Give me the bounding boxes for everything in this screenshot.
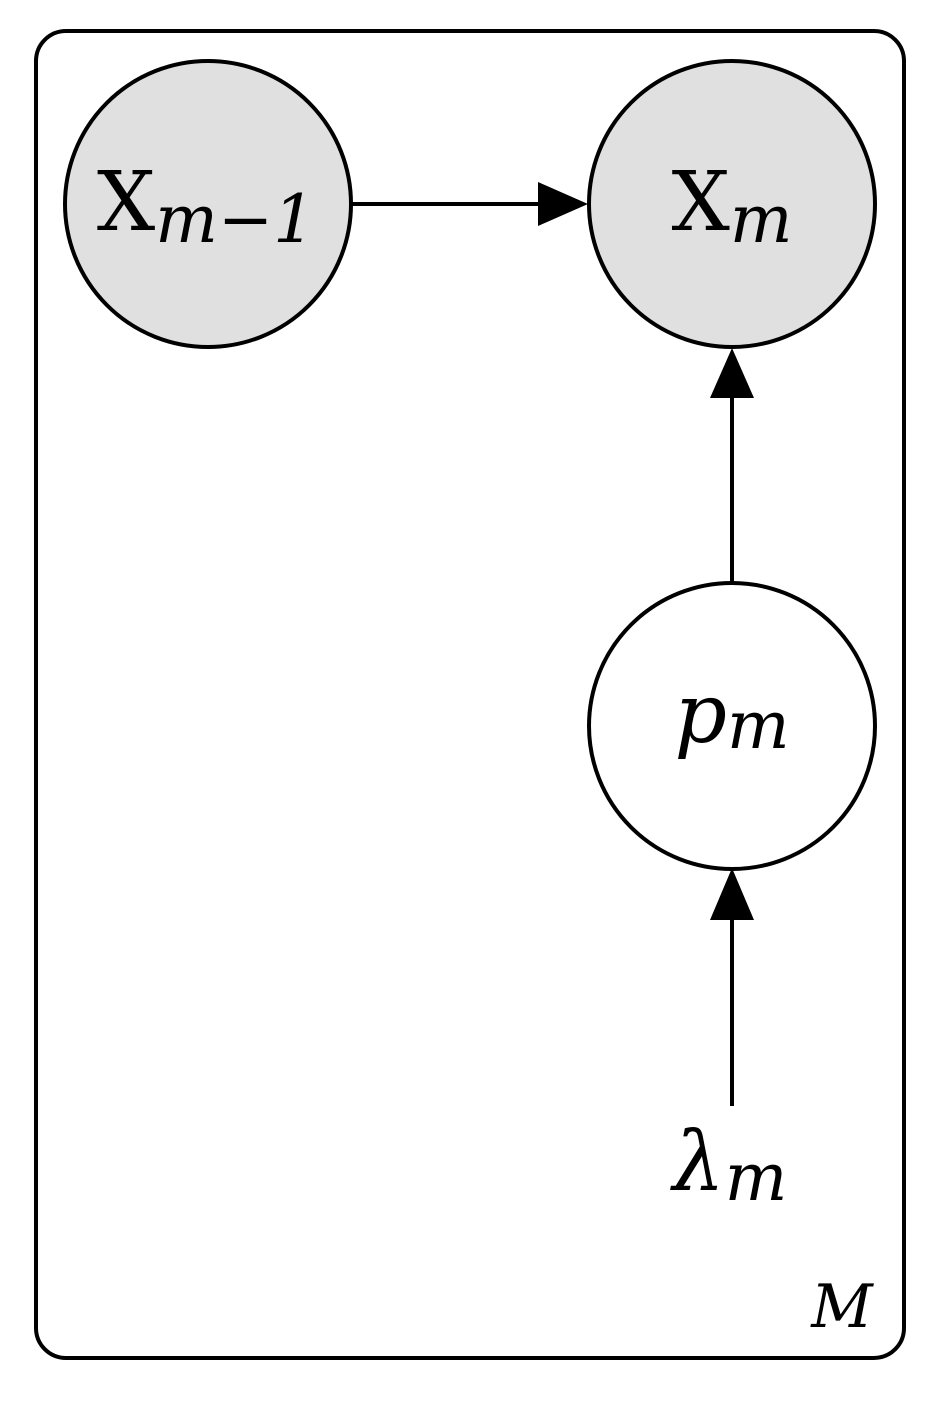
node-circle-observed bbox=[587, 59, 877, 349]
hyperparameter-lambda: λm bbox=[670, 1115, 788, 1216]
node-p-m: pm bbox=[587, 581, 877, 871]
edge-pm-to-xm bbox=[710, 348, 754, 584]
node-label-x-m: Xm bbox=[672, 155, 793, 258]
node-x-m: Xm bbox=[587, 59, 877, 349]
node-label-x-prev: Xm−1 bbox=[97, 155, 315, 258]
arrowhead-icon bbox=[538, 182, 588, 226]
node-subscript: m bbox=[730, 181, 793, 258]
plate-label: M bbox=[810, 1272, 874, 1342]
node-symbol: λ bbox=[670, 1115, 725, 1210]
node-x-prev: Xm−1 bbox=[63, 59, 353, 349]
node-symbol: X bbox=[672, 155, 730, 250]
arrowhead-icon bbox=[710, 868, 754, 920]
node-label-p-m: pm bbox=[674, 667, 789, 764]
node-subscript: m−1 bbox=[155, 181, 315, 258]
node-subscript: m bbox=[725, 1139, 788, 1216]
node-circle-latent bbox=[587, 581, 877, 871]
node-circle-observed bbox=[63, 59, 353, 349]
edge-xprev-to-xm bbox=[352, 182, 588, 226]
node-symbol: X bbox=[97, 155, 155, 250]
arrowhead-icon bbox=[710, 348, 754, 398]
plate bbox=[34, 29, 906, 1360]
edge-lambda-to-pm bbox=[710, 868, 754, 1106]
node-subscript: m bbox=[727, 687, 790, 764]
node-symbol: p bbox=[674, 667, 727, 762]
